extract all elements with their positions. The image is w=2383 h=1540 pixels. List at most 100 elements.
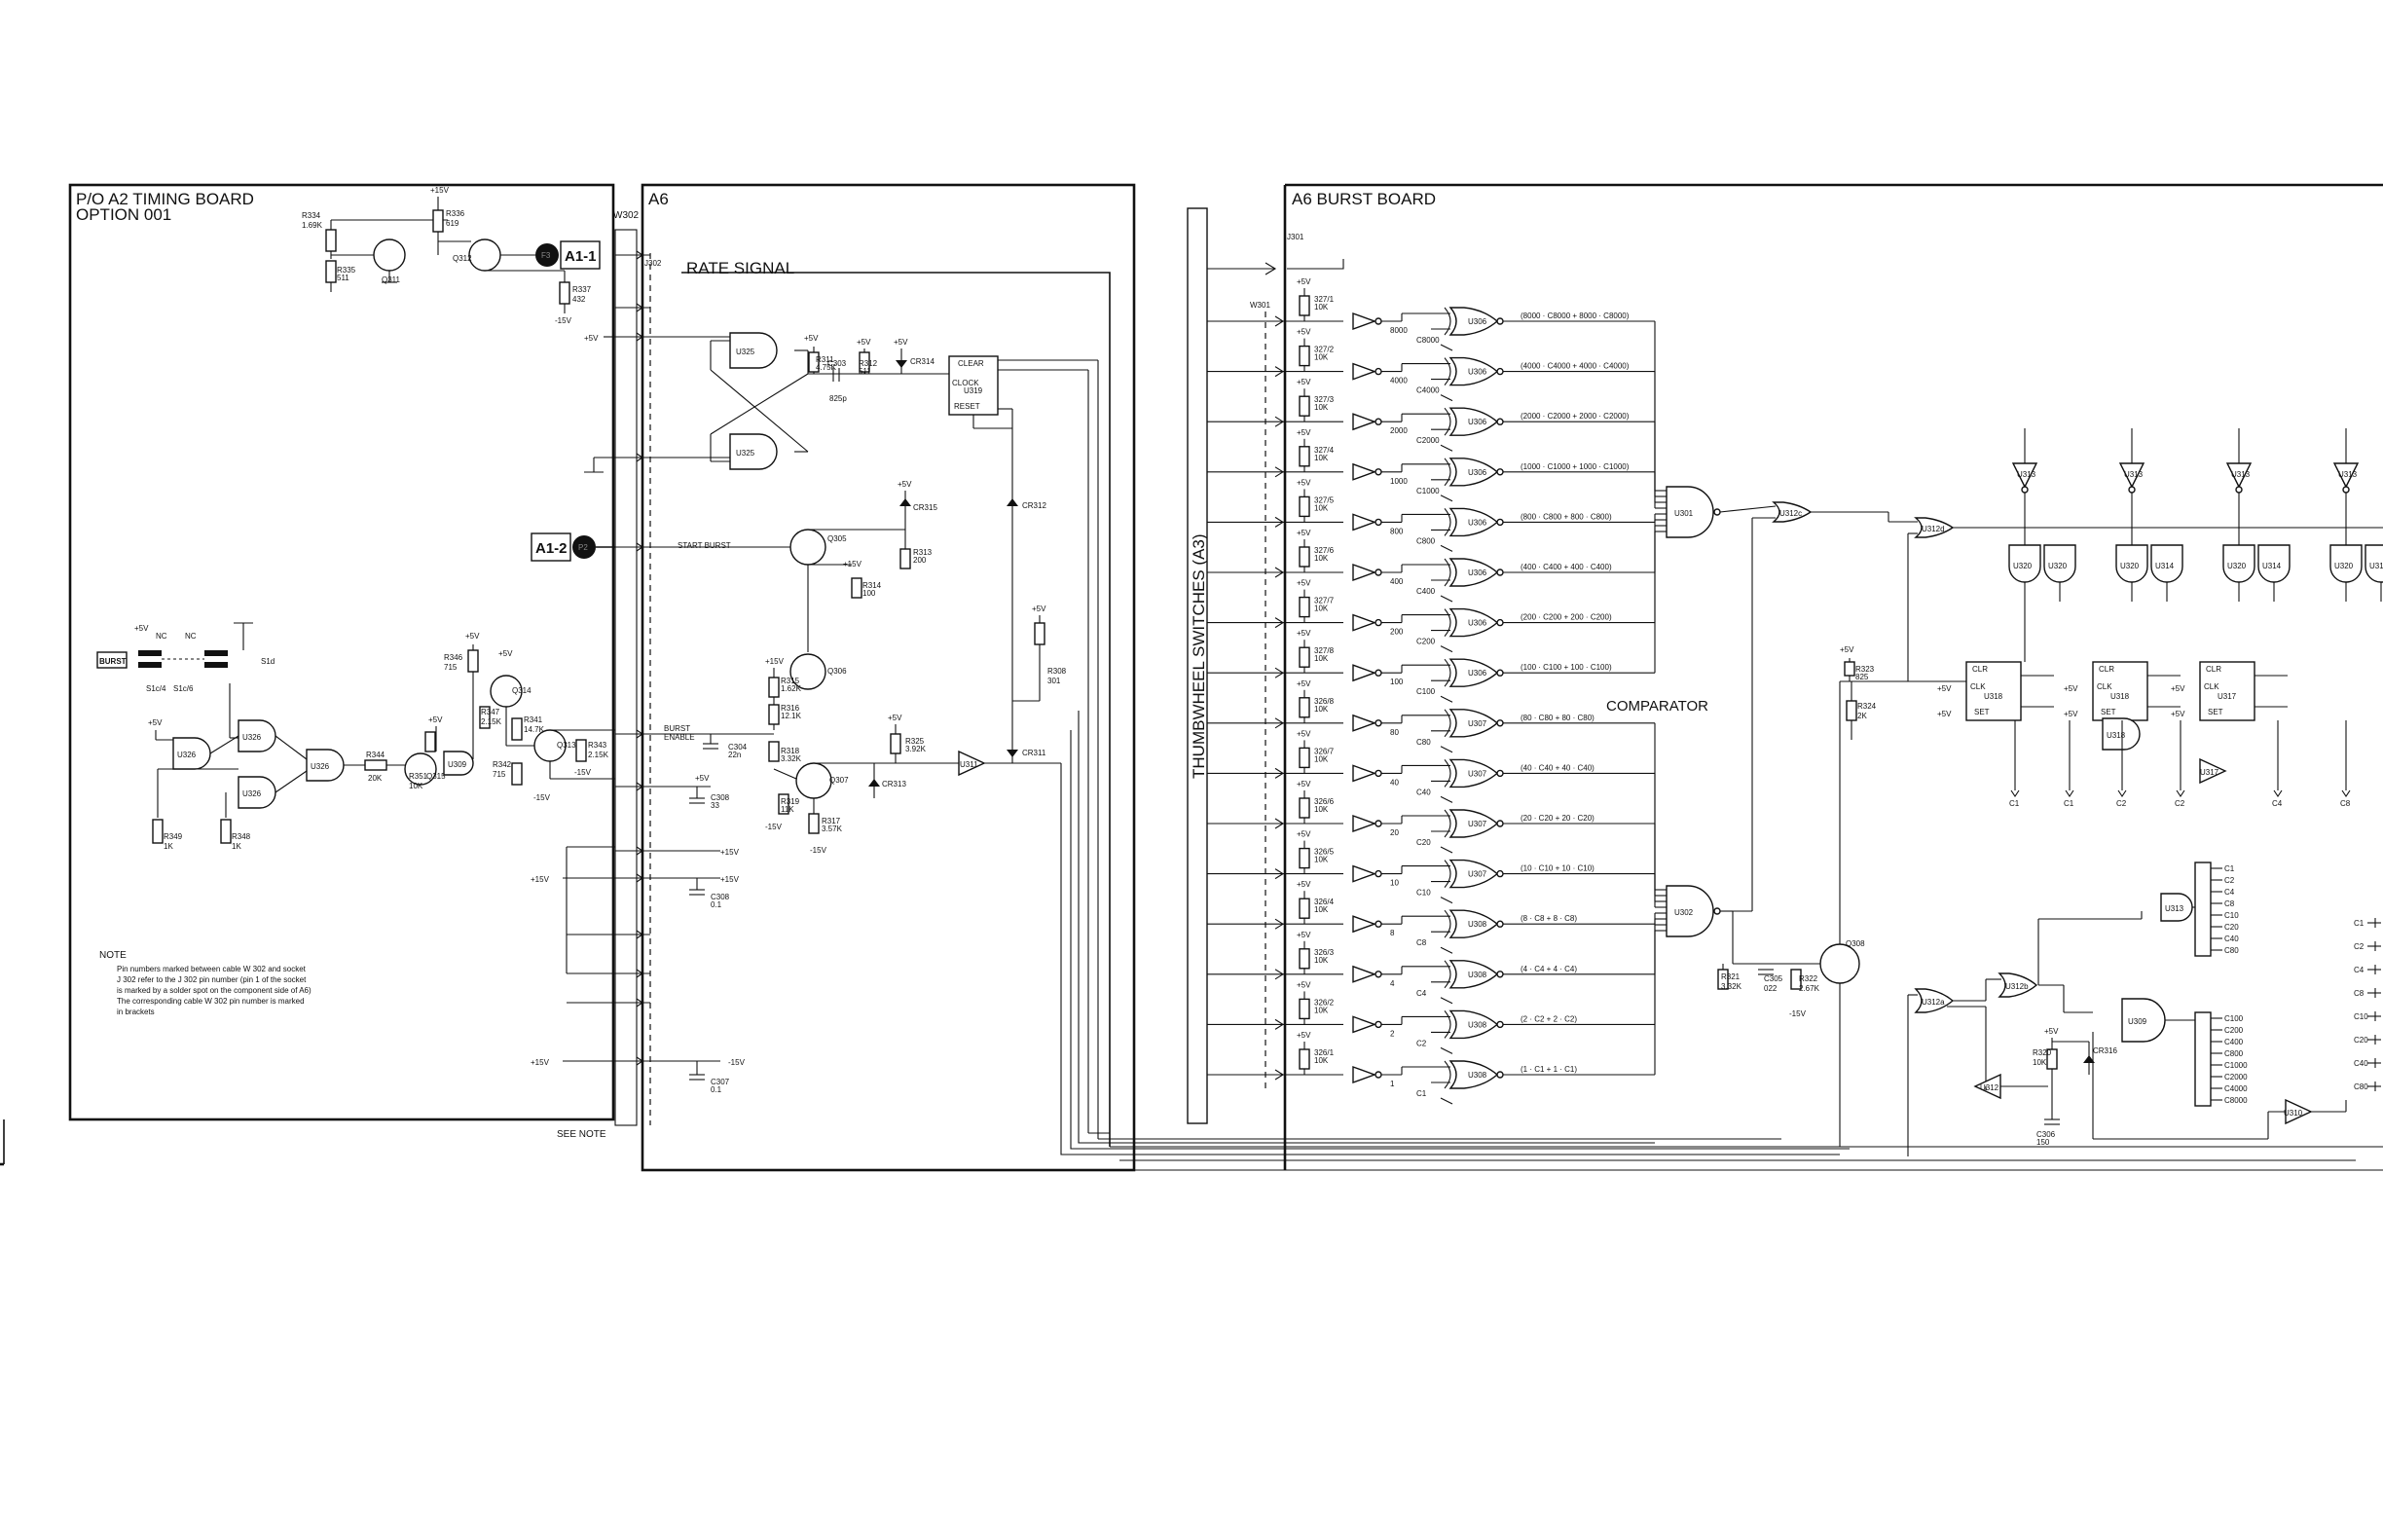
- svg-text:R312: R312: [859, 359, 878, 368]
- svg-text:THUMBWHEEL SWITCHES (A3): THUMBWHEEL SWITCHES (A3): [1190, 533, 1208, 779]
- right-edge-label: C1: [2354, 919, 2365, 928]
- bit-weight: 4000: [1390, 377, 1408, 385]
- burst-board-title: A6 BURST BOARD: [1292, 190, 1436, 208]
- ff-p5: +5V: [2064, 684, 2078, 693]
- q308-stage: Q308 R321 3.32K C305 022 R322 2.67K -15V…: [1717, 645, 1976, 1147]
- ff-clr: CLR: [1972, 665, 1988, 674]
- w302-label: W302: [613, 210, 640, 221]
- rate-signal-line: [681, 272, 1111, 1147]
- inverter-ref: U313: [2017, 470, 2036, 479]
- svg-text:R323: R323: [1855, 665, 1875, 674]
- timing-power-rails: +5V +15V +15V: [531, 334, 615, 1067]
- svg-text:R337: R337: [572, 285, 592, 294]
- ff-p5: +5V: [2064, 710, 2078, 718]
- c-out-label: C200: [2224, 1026, 2244, 1035]
- burst-switch[interactable]: BURST +5V NC NC S1c/4 S1c/6 S1d: [96, 622, 275, 693]
- svg-text:2K: 2K: [1857, 712, 1867, 720]
- comparator-gates: U301 U302 U312c U312d: [1666, 486, 2383, 937]
- svg-text:Q311: Q311: [382, 275, 401, 284]
- c-input-label: C8000: [1416, 336, 1440, 345]
- svg-text:CLEAR: CLEAR: [958, 359, 984, 368]
- right-edge-label: C4: [2354, 966, 2365, 974]
- svg-text:33: 33: [711, 801, 719, 810]
- j301-arrow: [1207, 262, 1277, 275]
- resistor-value: 10K: [1314, 353, 1329, 362]
- comparator-equation: (80 · C80 + 80 · C80): [1521, 714, 1595, 722]
- svg-text:C307: C307: [711, 1078, 730, 1086]
- svg-text:1.62K: 1.62K: [781, 684, 802, 693]
- svg-text:BURST: BURST: [664, 724, 690, 733]
- c-input-label: C400: [1416, 587, 1436, 596]
- bit-weight: 40: [1390, 778, 1399, 787]
- bit-weight: 1000: [1390, 477, 1408, 486]
- c-out-label: C1000: [2224, 1061, 2248, 1070]
- ff-ref: U317: [2218, 692, 2237, 701]
- resistor-value: 10K: [1314, 303, 1329, 312]
- resistor-ref: 327/8: [1314, 646, 1335, 655]
- bit-weight: 4: [1390, 979, 1395, 988]
- svg-text:START BURST: START BURST: [678, 541, 731, 550]
- svg-text:+5V: +5V: [2044, 1027, 2059, 1036]
- c-output-lists: C1C2C4C8C10C20C40C80C100C200C400C800C100…: [2160, 862, 2381, 1107]
- right-edge-label: C10: [2354, 1012, 2368, 1021]
- thumbwheel-switches[interactable]: THUMBWHEEL SWITCHES (A3): [1187, 207, 1285, 1124]
- xor-gate-ref: U306: [1468, 418, 1487, 426]
- svg-text:4.75K: 4.75K: [816, 363, 837, 372]
- ff-clr: CLR: [2099, 665, 2114, 674]
- svg-text:U326: U326: [177, 751, 197, 759]
- bit-weight: 10: [1390, 879, 1399, 888]
- svg-text:3.32K: 3.32K: [1721, 982, 1742, 991]
- svg-text:U325: U325: [736, 348, 755, 356]
- nand-ref: U320: [2013, 562, 2033, 570]
- svg-text:CR313: CR313: [882, 780, 906, 788]
- a1-2-label: A1-2: [535, 540, 568, 557]
- inverter-ref: U313: [2338, 470, 2358, 479]
- svg-text:Pin numbers marked between cab: Pin numbers marked between cable W 302 a…: [117, 965, 307, 973]
- svg-text:U312b: U312b: [2005, 982, 2029, 991]
- resistor-ref: 327/6: [1314, 546, 1335, 555]
- nand-ref: U320: [2227, 562, 2247, 570]
- p5v-label: +5V: [1297, 629, 1311, 638]
- svg-text:-15V: -15V: [765, 823, 783, 831]
- svg-text:CR314: CR314: [910, 357, 935, 366]
- c-out-label: C4: [2224, 888, 2235, 897]
- bit-weight: 800: [1390, 527, 1404, 535]
- svg-text:715: 715: [493, 770, 506, 779]
- resistor-ref: 327/5: [1314, 495, 1335, 504]
- bit-weight: 8: [1390, 929, 1395, 937]
- nand-ref: U320: [2048, 562, 2068, 570]
- xor-gate-ref: U306: [1468, 619, 1487, 628]
- svg-text:U311: U311: [960, 760, 978, 769]
- a1-1-label: A1-1: [565, 248, 597, 265]
- comparator-equation: (2 · C2 + 2 · C2): [1521, 1014, 1577, 1023]
- c-input-label: C2: [1416, 1039, 1427, 1047]
- svg-text:-15V: -15V: [1789, 1009, 1807, 1018]
- svg-text:+5V: +5V: [898, 480, 912, 489]
- svg-text:CR315: CR315: [913, 503, 937, 512]
- comparator-equation: (8 · C8 + 8 · C8): [1521, 914, 1577, 923]
- resistor-value: 10K: [1314, 705, 1329, 714]
- svg-text:Q306: Q306: [827, 667, 847, 676]
- xor-gate-ref: U306: [1468, 468, 1487, 477]
- svg-text:CR312: CR312: [1022, 501, 1046, 510]
- right-edge-label: C80: [2354, 1082, 2368, 1091]
- svg-text:J 302 refer to the J 302 pin n: J 302 refer to the J 302 pin number (pin…: [117, 975, 307, 984]
- svg-text:CLOCK: CLOCK: [952, 379, 979, 387]
- ff-p5: +5V: [2171, 710, 2185, 718]
- timing-output-stage: R334 1.69K Q311 R335 511 +15V R336 619 Q…: [302, 186, 592, 325]
- inverter-ref: U313: [2231, 470, 2251, 479]
- svg-text:C306: C306: [2036, 1130, 2056, 1139]
- c-out-label: C20: [2224, 923, 2239, 932]
- p5v-label: +5V: [1297, 277, 1311, 286]
- xor-gate-ref: U306: [1468, 317, 1487, 326]
- a6-title: A6: [648, 190, 669, 208]
- svg-text:R313: R313: [913, 548, 933, 557]
- svg-text:+5V: +5V: [894, 338, 908, 347]
- svg-text:R325: R325: [905, 737, 925, 746]
- svg-text:C303: C303: [827, 359, 847, 368]
